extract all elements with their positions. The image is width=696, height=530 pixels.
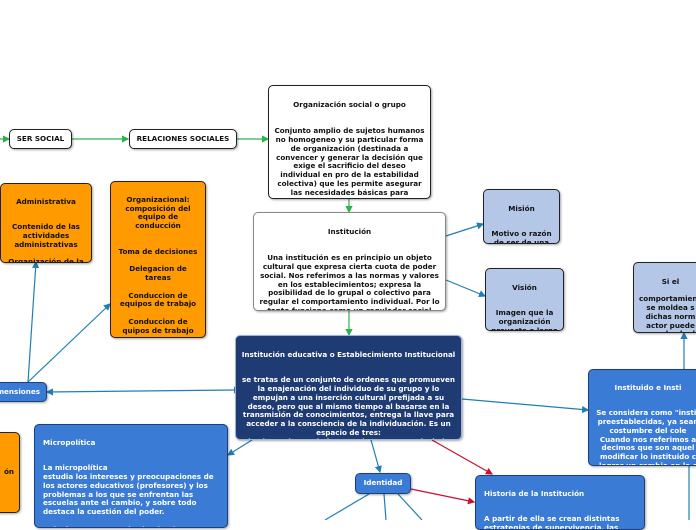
connector-identidad-to-historia — [410, 488, 476, 505]
ser-social-title: SER SOCIAL — [16, 133, 65, 143]
institucion-title: Institución — [327, 226, 372, 236]
orange-left-fragment-title: ón — [3, 467, 14, 477]
identidad-title: Identidad — [363, 478, 403, 488]
organizacional-title: Organizacional: composición del equipo d… — [125, 194, 191, 231]
connector-educativa-to-identidad — [370, 439, 382, 474]
connector-institucion-to-vision — [445, 279, 487, 298]
connector-identidad-down-right — [397, 493, 423, 520]
relaciones-sociales-node[interactable]: RELACIONES SOCIALES — [129, 129, 237, 149]
si-el-comportamiento-node[interactable]: Si el comportamiento se moldea s dichas … — [633, 262, 696, 333]
institucion-node[interactable]: Institución Una institución es en princi… — [253, 212, 446, 311]
historia-body: A partir de ella se crean distintas estr… — [484, 514, 620, 530]
institucion-educativa-node[interactable]: Institución educativa o Establecimiento … — [235, 335, 462, 440]
connector-dimensiones-to-organizacional — [27, 303, 111, 383]
orange-left-fragment-node[interactable]: ón — [0, 432, 20, 513]
connector-identidad-down-left — [324, 493, 370, 520]
instituido-title: Instituido e Insti — [614, 382, 682, 392]
dimensiones-title: mensiones — [0, 386, 40, 396]
connector-dimensiones-to-administrativa — [27, 260, 40, 383]
organizacional-node[interactable]: Organizacional: composición del equipo d… — [110, 181, 206, 338]
si-el-comportamiento-body: comportamiento se moldea s dichas norm a… — [639, 294, 696, 332]
micropolitica-node[interactable]: Micropolítica La micropolítica estudia l… — [34, 424, 228, 528]
connector-identidad-down — [383, 493, 387, 520]
administrativa-node[interactable]: Administrativa Contenido de las activida… — [0, 183, 92, 263]
historia-title: Historia de la Institución — [484, 488, 585, 498]
institucion-body: Una institución es en principio un objet… — [259, 253, 440, 311]
historia-node[interactable]: Historia de la Institución A partir de e… — [475, 475, 645, 530]
connector-educativa-to-dimensiones — [45, 386, 241, 396]
connector-educativa-to-micropolitica — [226, 439, 253, 456]
administrativa-body: Contenido de las actividades administrat… — [8, 222, 84, 263]
organizacion-social-node[interactable]: Organización social o grupo Conjunto amp… — [268, 85, 431, 199]
organizacional-body: Toma de decisiones Delegacion de tareas … — [118, 246, 198, 335]
vision-title: Visión — [512, 282, 537, 292]
connector-educativa-to-instituido — [461, 398, 590, 414]
mision-node[interactable]: Misión Motivo o razón de ser de una inst… — [483, 189, 560, 244]
connector-institucion-to-mision — [445, 222, 485, 237]
institucion-educativa-title: Institución educativa o Establecimiento … — [241, 349, 456, 359]
connector-educativa-to-historia — [431, 439, 494, 475]
instituido-body: Se considera como "instit preestablecida… — [596, 408, 696, 466]
vision-node[interactable]: Visión Imagen que la organización proyec… — [485, 268, 564, 331]
si-el-comportamiento-title: Si el — [661, 276, 680, 286]
organizacion-social-body: Conjunto amplio de sujetos humanos no ho… — [274, 126, 425, 198]
mision-title: Misión — [508, 203, 535, 213]
mision-body: Motivo o razón de ser de una institución — [491, 229, 552, 244]
instituido-node[interactable]: Instituido e Insti Se considera como "in… — [588, 369, 696, 466]
ser-social-node[interactable]: SER SOCIAL — [9, 129, 72, 149]
identidad-node[interactable]: Identidad — [355, 473, 411, 494]
vision-body: Imagen que la organización proyecta a la… — [491, 308, 558, 331]
institucion-educativa-body: se tratas de un conjunto de ordenes que … — [242, 375, 455, 439]
micropolitica-body: La micropolítica estudia los intereses y… — [43, 463, 214, 527]
dimensiones-node[interactable]: mensiones — [0, 382, 47, 402]
administrativa-title: Administrativa — [16, 196, 76, 206]
relaciones-sociales-title: RELACIONES SOCIALES — [136, 133, 230, 143]
organizacion-social-title: Organización social o grupo — [293, 99, 406, 109]
micropolitica-title: Micropolítica — [43, 437, 96, 447]
